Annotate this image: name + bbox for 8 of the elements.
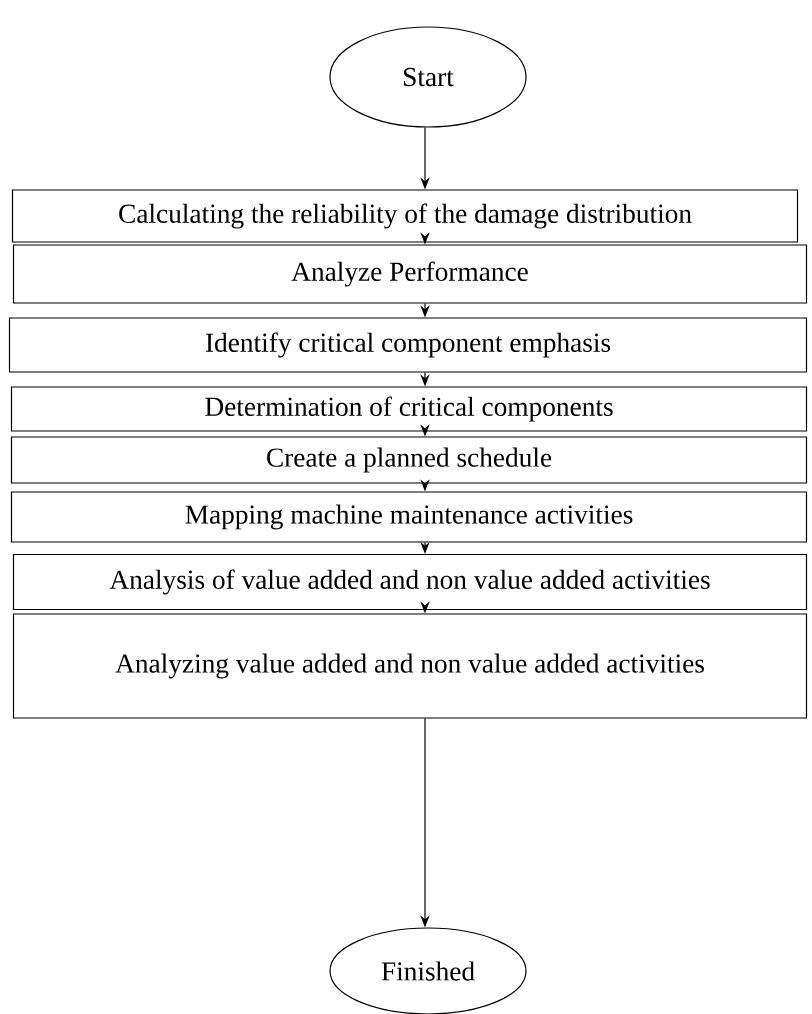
process-box: Analyzing value added and non value added activities: [12, 613, 808, 719]
process-box: Mapping machine maintenance activities: [10, 491, 808, 543]
process-box: Analysis of value added and non value added activities: [12, 553, 808, 611]
process-box: Analyze Performance: [12, 244, 808, 304]
process-box: Calculating the reliability of the damage distribution: [11, 189, 799, 243]
process-box: Create a planned schedule: [10, 436, 808, 484]
process-box: Determination of critical components: [10, 386, 808, 432]
process-box: Identify critical component emphasis: [8, 317, 808, 373]
